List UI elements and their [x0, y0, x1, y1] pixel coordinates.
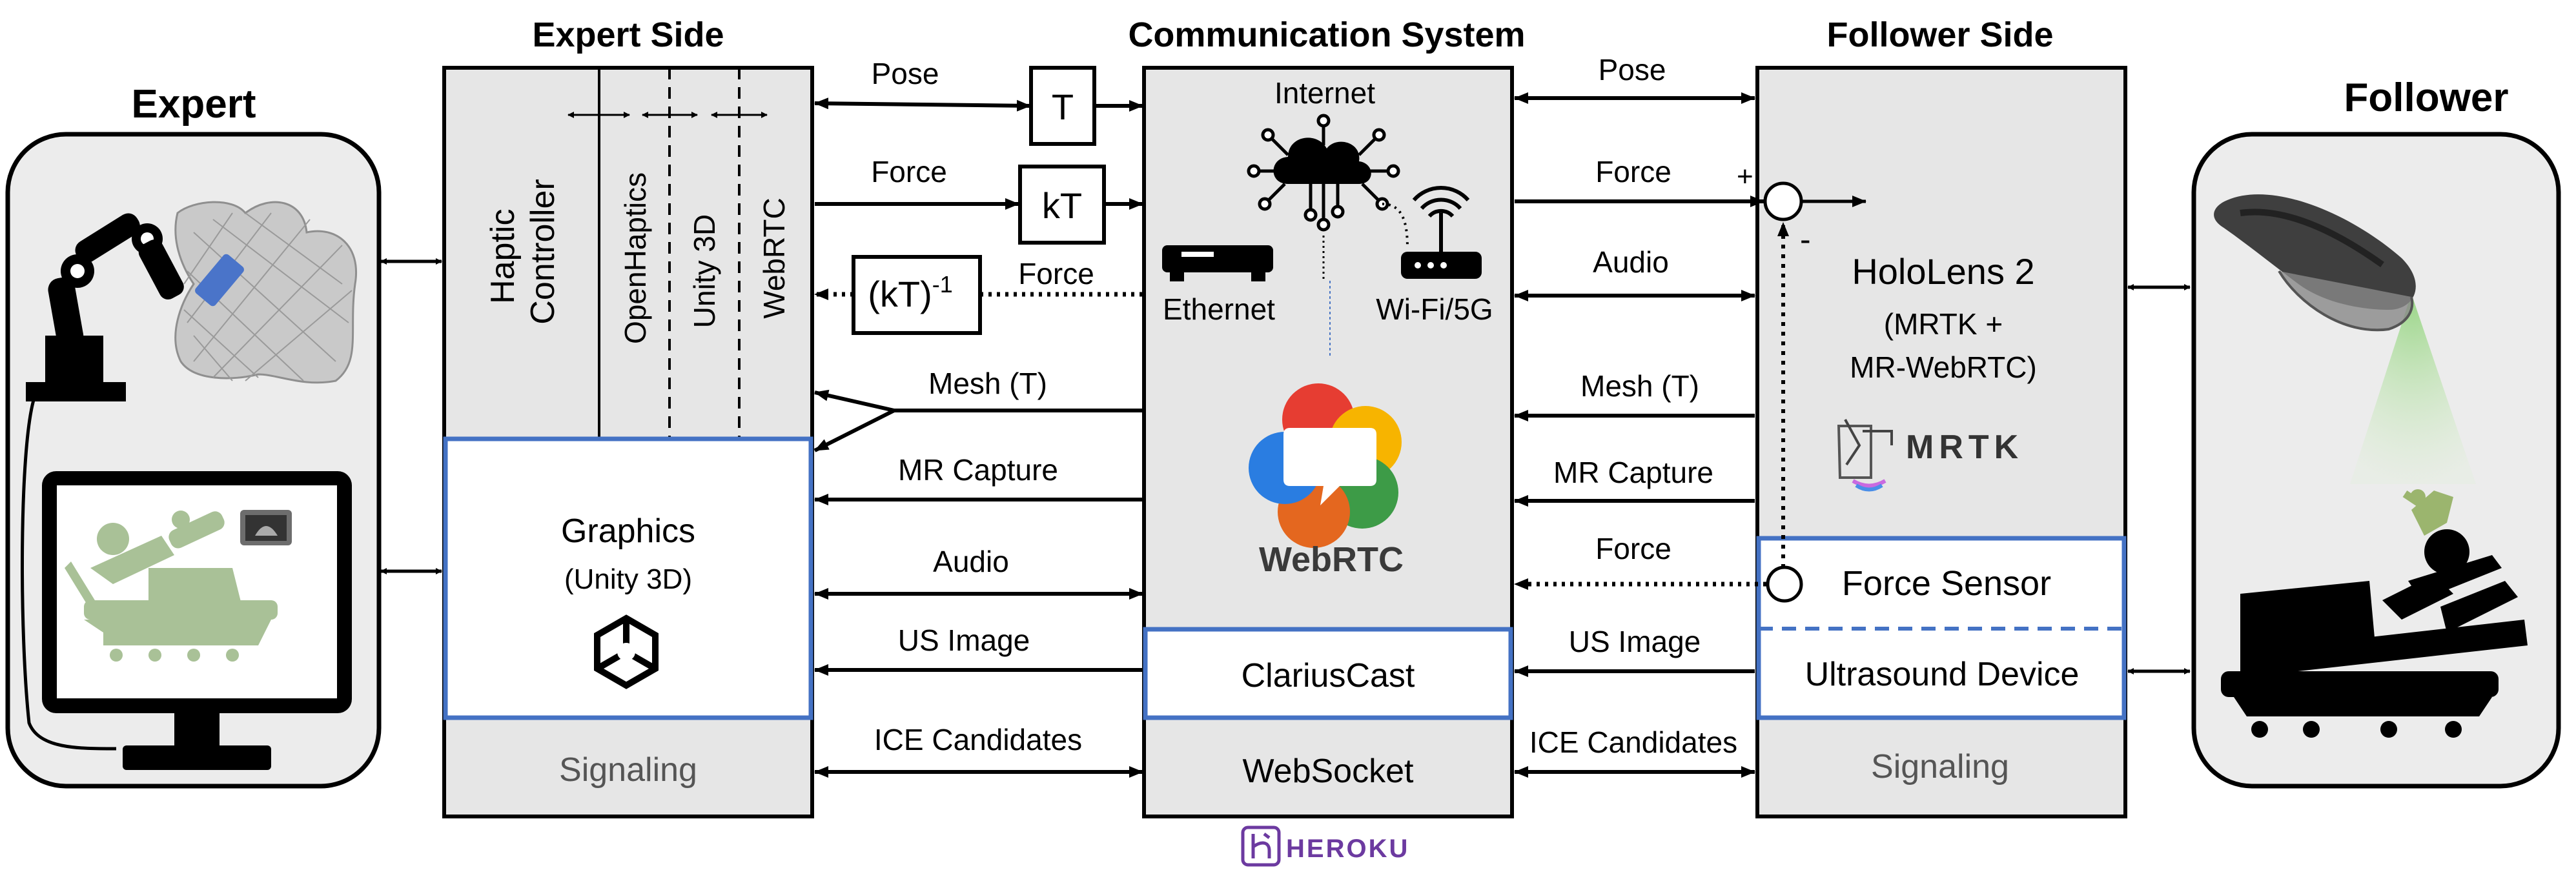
kt-block	[1018, 165, 1106, 245]
left-pose-label: Pose	[872, 57, 939, 90]
clariuscast-label: ClariusCast	[1242, 657, 1415, 694]
follower-side-title: Follower Side	[1826, 15, 2053, 54]
wifi-router-icon	[1401, 186, 1482, 279]
graphics-box	[443, 436, 813, 720]
internet-label: Internet	[1274, 76, 1375, 110]
clariuscast-box	[1143, 627, 1513, 720]
graphics-sublabel: (Unity 3D)	[564, 563, 692, 595]
follower-signaling-label: Signaling	[1871, 748, 2009, 785]
panel-connectors	[380, 258, 2191, 674]
haptic-controller-label: Haptic Controller	[484, 179, 562, 324]
heroku-label: HEROKU	[1286, 835, 1409, 863]
unity-logo-icon	[594, 614, 659, 689]
monitor-icon	[42, 471, 352, 770]
right-force-back-label: Force	[1595, 532, 1671, 565]
left-audio-label: Audio	[933, 545, 1009, 578]
ethernet-router-icon	[1162, 245, 1273, 281]
left-usimage-label: US Image	[898, 623, 1030, 657]
right-audio-label: Audio	[1593, 245, 1669, 279]
ethernet-label: Ethernet	[1163, 292, 1275, 326]
expert-side: Expert Side Haptic Controller OpenHaptic…	[442, 15, 814, 818]
haptic-label-line2: Controller	[524, 179, 562, 324]
right-mrcapture-label: MR Capture	[1553, 456, 1713, 489]
mrtk-logo-icon	[1837, 419, 1893, 492]
right-links: Pose Force Audio Mesh (T) MR Capture For…	[1514, 53, 1766, 778]
follower-title: Follower	[2344, 76, 2509, 120]
follower-side: Follower Side HoloLens 2 (MRTK + MR-WebR…	[1737, 15, 2127, 818]
right-pose-label: Pose	[1599, 53, 1666, 86]
ultrasound-device-label: Ultrasound Device	[1805, 656, 2080, 693]
heroku-logo-icon	[1241, 825, 1281, 867]
graphics-label: Graphics	[561, 512, 695, 550]
expert-side-title: Expert Side	[532, 15, 724, 54]
openhaptics-label: OpenHaptics	[618, 172, 652, 344]
kt-inverse-label: (kT)-1	[868, 271, 953, 314]
websocket-label: WebSocket	[1243, 753, 1415, 790]
sum-minus: -	[1800, 221, 1811, 258]
patient-bed-icon	[2221, 529, 2528, 738]
sum-plus: +	[1737, 161, 1753, 192]
hololens-label: HoloLens 2	[1852, 251, 2034, 292]
projection-cone	[2350, 294, 2476, 484]
force-sensor-node	[1766, 565, 1803, 603]
robot-arm-icon	[21, 213, 210, 751]
expert-panel: Expert	[5, 82, 382, 789]
left-links: Pose T Force kT (kT)-1 Force Mesh (T) MR…	[813, 57, 1143, 778]
summing-junction	[1763, 181, 1803, 221]
right-force-label: Force	[1595, 155, 1671, 188]
kt-inverse-block	[852, 255, 982, 335]
ultrasound-probe-icon	[2402, 489, 2453, 536]
unity3d-label: Unity 3D	[688, 214, 721, 328]
left-mrcapture-label: MR Capture	[898, 453, 1058, 487]
left-force-back-label: Force	[1018, 257, 1094, 290]
right-ice-label: ICE Candidates	[1529, 725, 1737, 759]
force-sensor-label: Force Sensor	[1842, 564, 2051, 603]
expert-title: Expert	[132, 82, 256, 127]
hololens-sub2: MR-WebRTC)	[1850, 350, 2037, 384]
left-mesh-label: Mesh (T)	[928, 367, 1047, 400]
hololens-headset-icon	[2214, 194, 2416, 332]
hololens-sub1: (MRTK +	[1884, 307, 2003, 341]
right-mesh-label: Mesh (T)	[1580, 369, 1699, 403]
left-force-label: Force	[871, 155, 947, 188]
body-mesh-icon	[174, 201, 357, 384]
follower-panel: Follower	[2191, 76, 2561, 789]
right-usimage-label: US Image	[1569, 625, 1701, 658]
webrtc-label: WebRTC	[757, 197, 791, 318]
t-block	[1029, 66, 1096, 146]
kt-block-label: kT	[1042, 185, 1082, 226]
left-ice-label: ICE Candidates	[874, 723, 1082, 756]
webrtc-logo-icon	[1249, 383, 1402, 548]
ultrasound-probe-icon	[240, 510, 292, 545]
webrtc-wordmark: WebRTC	[1259, 540, 1404, 579]
comm-system-title: Communication System	[1128, 15, 1525, 54]
mrtk-label: MRTK	[1906, 429, 2023, 466]
cloud-network-icon	[1247, 114, 1400, 232]
comm-system: Communication System Internet	[1128, 15, 1526, 867]
haptic-label-line1: Haptic	[484, 209, 522, 304]
wifi-label: Wi-Fi/5G	[1376, 292, 1493, 326]
t-block-label: T	[1052, 86, 1074, 127]
expert-signaling-label: Signaling	[559, 751, 697, 789]
